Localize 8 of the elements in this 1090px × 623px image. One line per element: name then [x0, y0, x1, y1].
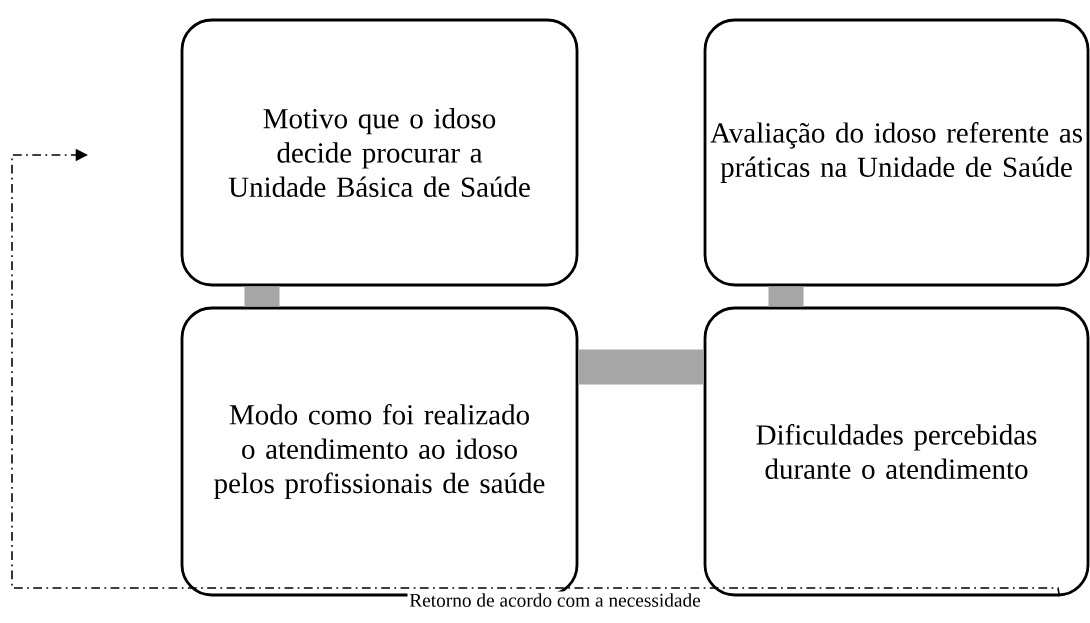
edge-label: Retorno de acordo com a necessidade — [407, 591, 703, 609]
process-box: Avaliação do idoso referente as práticas na Unidade de Saúde — [703, 18, 1090, 287]
process-box: Motivo que o idoso decide procurar a Unidade Básica de Saúde — [180, 18, 579, 287]
connector-bar — [244, 286, 280, 307]
connector-bar — [768, 286, 804, 307]
return-arrow — [11, 148, 1061, 598]
process-box: Dificuldades percebidas durante o atendimento — [703, 306, 1090, 597]
connector-bar — [578, 349, 704, 385]
